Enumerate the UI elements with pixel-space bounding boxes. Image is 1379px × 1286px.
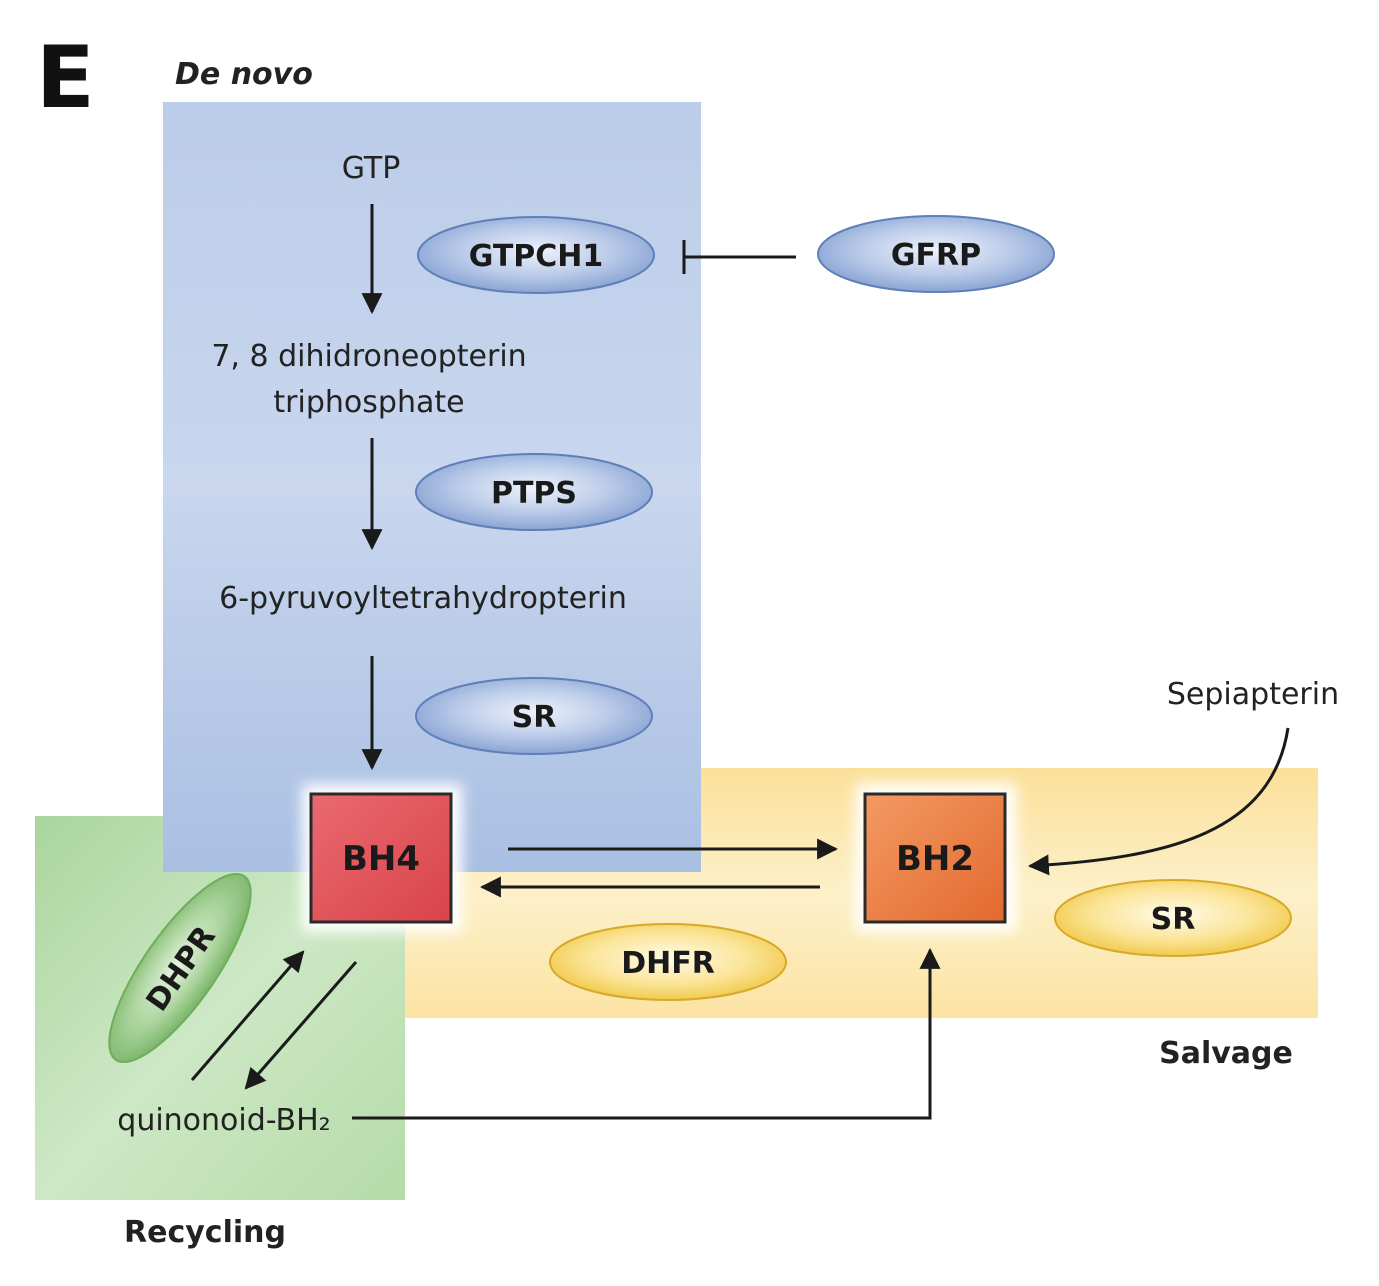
recycling-label: Recycling <box>124 1215 286 1250</box>
gfrp-label: GFRP <box>891 238 981 273</box>
ptps-label: PTPS <box>491 476 577 511</box>
sr-salvage-label: SR <box>1151 902 1196 937</box>
sepiapterin-label: Sepiapterin <box>1167 677 1339 712</box>
bh2-box <box>863 792 1007 924</box>
bh2-label: BH2 <box>896 839 974 879</box>
dhfr-ellipse <box>549 923 787 1001</box>
arrow-bh4-to-quinonoid <box>244 961 358 1090</box>
gtpch1-label: GTPCH1 <box>469 239 604 274</box>
dihydroneopterin-label-line1: 7, 8 dihidroneopterin <box>211 339 526 374</box>
bh4-label: BH4 <box>342 839 420 879</box>
arrow-quinonoid-to-bh2 <box>352 947 941 1120</box>
dhpr-ellipse <box>108 872 252 1064</box>
arrow-quinonoid-to-bh4 <box>190 950 305 1081</box>
sr-de-novo-ellipse <box>415 677 653 755</box>
pyruvoyl-label: 6-pyruvoyltetrahydropterin <box>219 581 627 616</box>
dhfr-label: DHFR <box>621 946 715 981</box>
panel-letter: E <box>36 28 95 128</box>
sr-salvage-ellipse <box>1054 879 1292 957</box>
dihydroneopterin-label-line2: triphosphate <box>273 385 464 420</box>
bh4-box <box>309 792 453 924</box>
gtpch1-ellipse <box>417 216 655 294</box>
quinonoid-label: quinonoid-BH₂ <box>117 1103 330 1138</box>
gfrp-ellipse <box>817 215 1055 293</box>
arrow-sepiapterin-to-bh2 <box>1027 727 1290 876</box>
de-novo-label: De novo <box>175 57 313 92</box>
sr-de-novo-label: SR <box>512 700 557 735</box>
gtp-label: GTP <box>342 151 401 186</box>
ptps-ellipse <box>415 453 653 531</box>
salvage-label: Salvage <box>1159 1036 1293 1071</box>
